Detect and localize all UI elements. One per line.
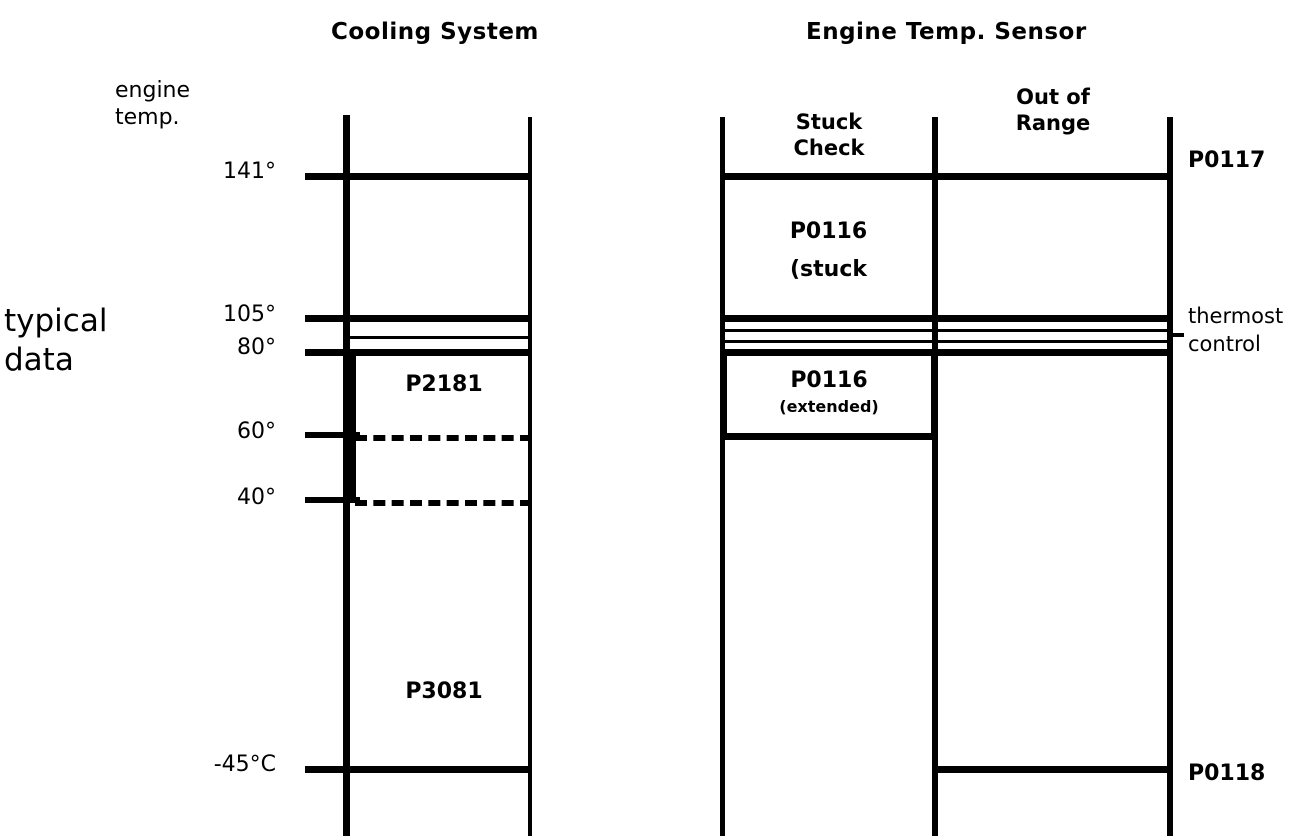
thermostat-band-inner-line-left [350,336,532,339]
tick-stub-40 [305,497,360,503]
tick-label-141: 141° [223,159,276,184]
code-note-p0116-stuck: (stuck [790,257,867,282]
axis-caption-line1: engine [115,78,191,103]
code-label-p0118: P0118 [1188,761,1266,786]
band-line-minus45 [305,766,532,773]
tick-stub-60 [305,432,360,438]
sensor-band-line-p0118 [934,766,1173,773]
code-note-p0116-extended: (extended) [779,397,879,416]
code-label-p2181: P2181 [405,372,483,397]
tick-label-minus45: -45°C [213,752,276,777]
tick-label-60: 60° [237,419,276,444]
column-header-stuck-check-line2: Check [793,136,865,160]
typical-data-caption-line1: typical [4,303,108,339]
dashed-line-40 [355,500,532,506]
thermostat-control-tick [1167,333,1184,337]
thermostat-control-note-line1: thermost [1188,304,1284,328]
column-header-stuck-check-line1: Stuck [795,110,863,134]
tick-label-80: 80° [237,335,276,360]
panel-title-cooling-system: Cooling System [331,19,539,45]
axis-caption-line2: temp. [115,105,180,130]
tick-label-40: 40° [237,485,276,510]
p0116-extended-box-right-edge [931,356,938,440]
sensor-panel-middle-divider [932,117,938,836]
thermostat-band-inner-line-a [720,329,1173,332]
p2181-box-left-edge [350,356,356,503]
code-label-p0116-extended: P0116 [790,368,868,393]
typical-data-caption-line2: data [4,342,74,378]
thermostat-control-note-line2: control [1188,332,1261,356]
code-label-p3081: P3081 [405,679,483,704]
column-header-out-of-range-line2: Range [1015,111,1091,135]
sensor-band-line-80 [720,349,1173,356]
band-line-105 [305,315,532,322]
tick-label-105: 105° [223,302,276,327]
p0116-extended-box-left-edge [720,356,727,440]
thermostat-band-inner-line-b [720,340,1173,343]
sensor-panel-left-edge [720,117,725,836]
code-label-p0116-stuck: P0116 [789,219,868,244]
dashed-line-60 [355,435,532,441]
p0116-extended-box-bottom-edge [720,433,938,440]
sensor-band-line-141 [720,173,1173,180]
cooling-band-right-edge [528,117,532,836]
band-line-141 [305,173,532,180]
code-label-p0117: P0117 [1188,148,1266,173]
panel-title-engine-temp-sensor: Engine Temp. Sensor [806,19,1087,45]
sensor-panel-right-edge [1167,117,1173,836]
column-header-out-of-range-line1: Out of [1016,85,1090,109]
band-line-80 [305,349,532,356]
temperature-axis-line [343,115,350,836]
sensor-band-line-105 [720,315,1173,322]
